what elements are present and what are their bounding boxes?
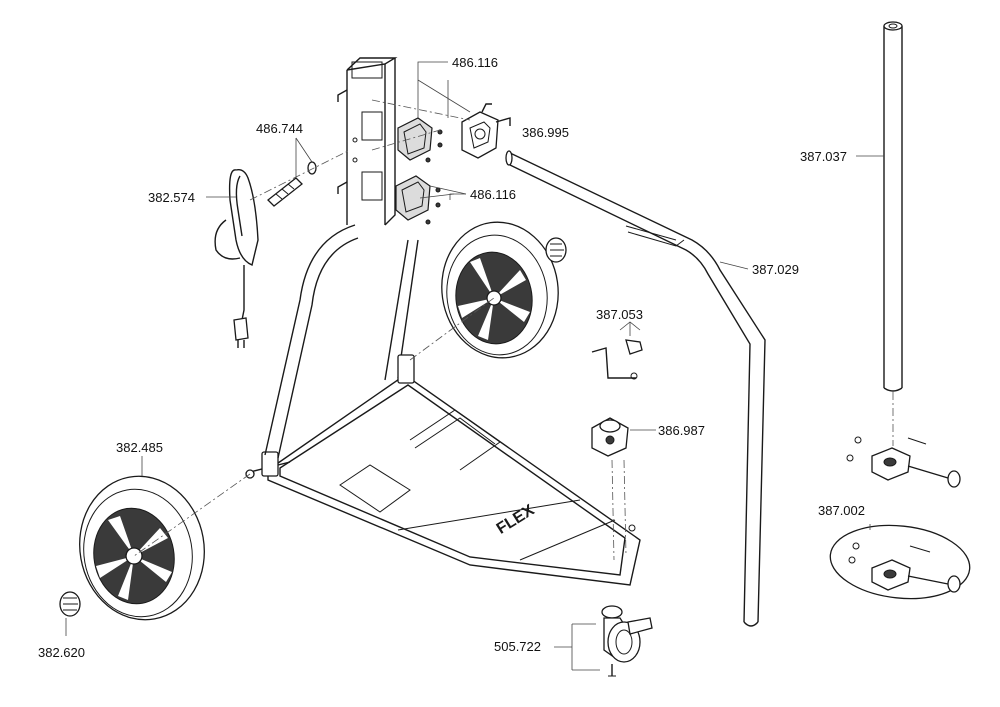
part-label-387-053: 387.053 [596,307,643,322]
bracket-lower [395,175,441,225]
part-label-387-029: 387.029 [752,262,799,277]
front-wheel [79,475,205,621]
part-label-505-722: 505.722 [494,639,541,654]
pole [883,21,903,392]
part-label-386-995: 386.995 [522,125,569,140]
part-label-486-744: 486.744 [256,121,303,136]
part-label-486-116-mid: 486.116 [470,187,517,202]
caster-wheel [601,605,653,677]
part-label-387-002: 387.002 [818,503,865,518]
clamp-part [461,103,511,159]
plug-connector [267,161,317,207]
part-label-387-037: 387.037 [800,149,847,164]
part-label-382-620: 382.620 [38,645,85,660]
rear-wheel [441,221,559,359]
power-cable [214,168,259,348]
hook-bracket [591,339,643,380]
part-label-386-987: 386.987 [658,423,705,438]
leader-lines [65,61,884,671]
part-label-382-574: 382.574 [148,190,195,205]
hub-cap-upper [545,237,567,263]
frame-logo: FLEX [494,502,538,538]
part-label-486-116-top: 486.116 [452,55,499,70]
pole-clamp-upper [846,436,961,488]
handle-bar [505,150,766,627]
socket-clamp [591,417,629,457]
stand-base [829,524,971,600]
bracket-upper [397,117,443,163]
part-label-382-485: 382.485 [116,440,163,455]
cart-frame [245,57,641,586]
hub-cap-lower [59,591,81,617]
